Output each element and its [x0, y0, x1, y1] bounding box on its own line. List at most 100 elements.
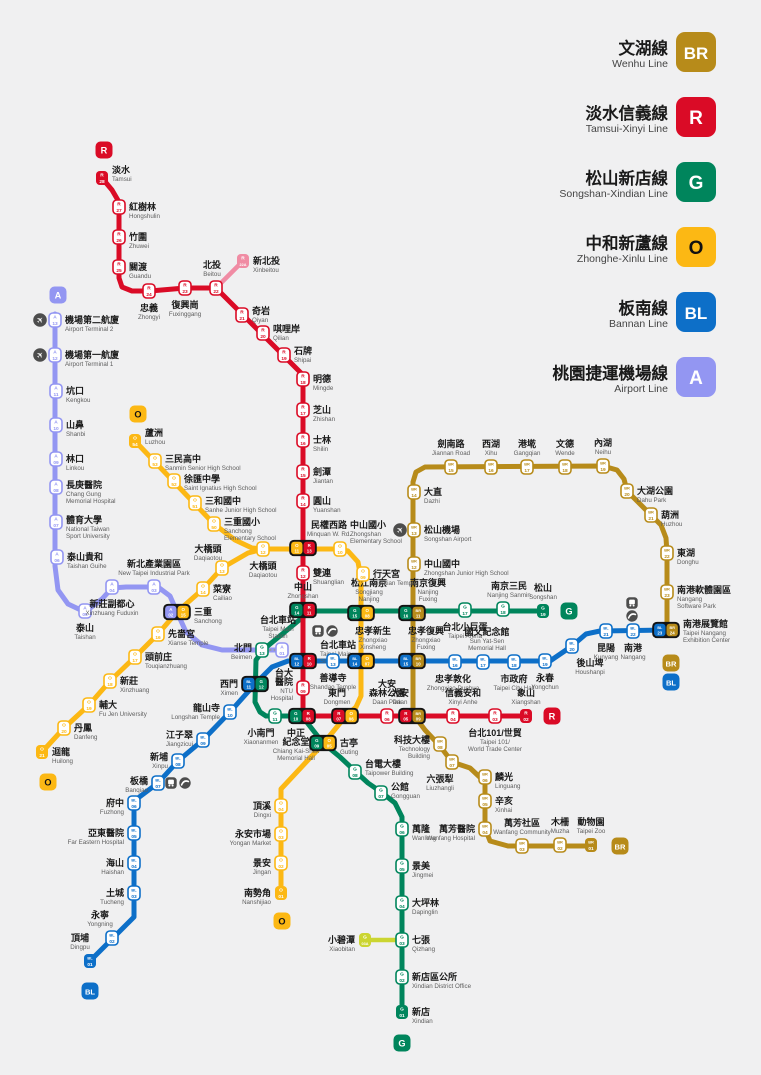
label-text: 03: [399, 941, 405, 947]
label-text: Sanhe Junior High School: [205, 507, 277, 514]
label-text: 16: [488, 468, 494, 474]
line-luzhou-branch: [132, 438, 266, 552]
label-text: Taipei Zoo: [577, 828, 606, 835]
label-text: 02: [523, 717, 529, 723]
label-text: O: [261, 544, 265, 550]
label-text: 唭哩岸: [273, 323, 300, 334]
label-text: 01: [279, 651, 285, 657]
label-text: Elementary School: [224, 535, 276, 542]
label-text: 03: [492, 717, 498, 723]
label-text: 18: [500, 610, 506, 616]
line-badge-BL: BL: [81, 982, 99, 1000]
label-text: O: [172, 476, 176, 482]
label-text: 大安: [391, 687, 409, 698]
label-text: Fuxing: [417, 644, 436, 651]
label-text: Muzha: [551, 828, 570, 835]
label-text: BR: [519, 841, 525, 846]
label-text: O: [295, 543, 299, 548]
label-text: Sanchong: [194, 618, 222, 625]
label-text: Wanfang Community: [493, 829, 551, 836]
label-text: Tucheng: [100, 899, 124, 906]
label-text: 20: [624, 492, 630, 498]
label-text: A: [53, 315, 57, 321]
label-text: 17: [462, 611, 468, 617]
label-text: 16: [403, 614, 408, 619]
label-text: 紀念堂: [282, 736, 309, 747]
label-text: G: [353, 608, 357, 613]
label-text: BL: [569, 641, 575, 646]
label-text: A: [54, 454, 58, 460]
label-text: Xinzhuang: [120, 687, 150, 694]
label-text: G: [463, 605, 467, 611]
label-text: 機場第一航廈: [65, 349, 120, 360]
label-text: BR: [648, 510, 654, 515]
label-text: Daqiaotou: [249, 572, 278, 579]
label-text: 信義安和: [445, 687, 481, 698]
label-text: O: [361, 569, 365, 575]
hsr-icon: [626, 610, 638, 622]
label-text: Wanfang Hospital: [426, 835, 475, 842]
label-text: 長庚醫院: [66, 479, 102, 490]
label-text: Ximen: [220, 690, 238, 697]
label-text: 13: [330, 662, 336, 668]
label-text: BL: [294, 657, 300, 661]
label-text: 新莊副都心: [89, 598, 134, 609]
label-text: Taipei City Hall: [494, 685, 535, 692]
label-text: 國父紀念館: [464, 626, 509, 637]
legend-badge-R: [676, 97, 716, 137]
line-badge-O: O: [39, 773, 57, 791]
label-text: 忠孝新生: [355, 625, 391, 636]
label-text: BR: [557, 840, 563, 845]
label-text: 04: [131, 864, 137, 870]
label-text: BL: [352, 657, 358, 661]
label-text: 新店區公所: [412, 971, 457, 982]
label-text: R: [183, 283, 187, 289]
label-text: G: [689, 173, 704, 194]
label-text: Building: [408, 753, 431, 760]
label-text: Zhongshan: [350, 531, 382, 538]
label-text: 南京三民: [491, 580, 527, 591]
label-text: Cailiao: [213, 595, 232, 602]
label-text: 南港軟體園區: [677, 584, 731, 595]
label-text: Luzhou: [145, 439, 166, 446]
label-text: 大坪林: [412, 897, 440, 908]
label-text: Zhishan: [313, 416, 336, 423]
label-text: O: [40, 747, 44, 753]
label-text: 18: [300, 380, 306, 386]
label-text: 頂埔: [71, 932, 89, 943]
label-text: 23: [664, 593, 670, 599]
label-text: 20: [260, 334, 266, 340]
label-text: 04: [399, 904, 405, 910]
label-text: BL: [511, 657, 517, 662]
label-text: O: [133, 652, 137, 658]
label-text: G: [400, 1007, 404, 1013]
label-text: 萬芳社區: [504, 817, 540, 828]
label-text: 04: [482, 830, 488, 836]
label-text: 中山: [294, 581, 312, 592]
